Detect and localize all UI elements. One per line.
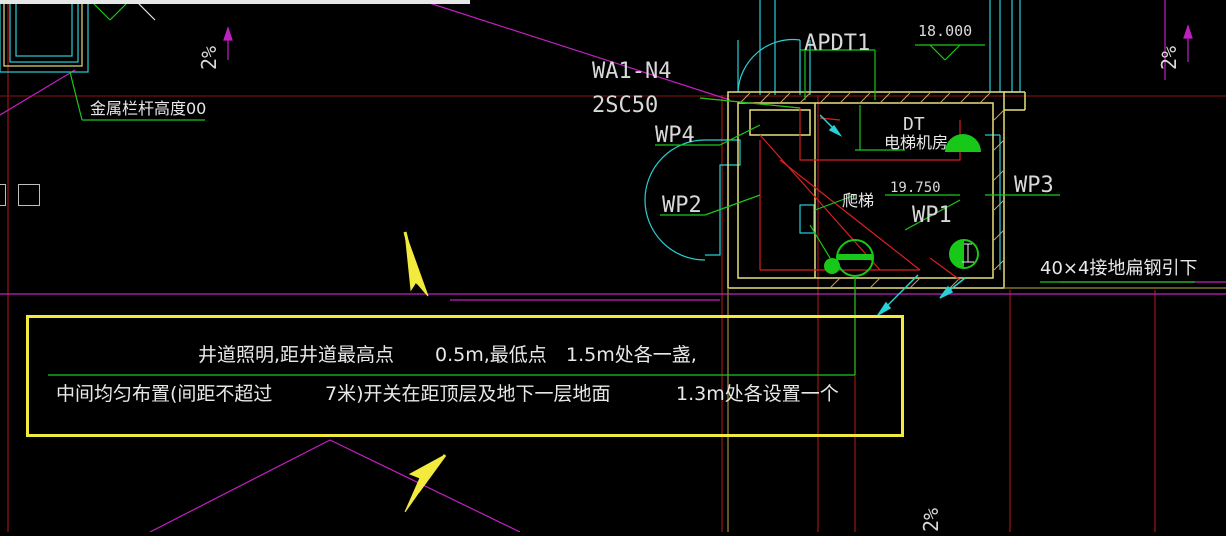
lamp-icon	[824, 134, 981, 277]
label-railing: 金属栏杆高度00	[90, 99, 206, 118]
switch-icon	[949, 239, 979, 269]
label-dt: DT	[903, 114, 925, 135]
label-grounding: 40×4接地扁钢引下	[1040, 258, 1197, 279]
railing-block	[0, 0, 89, 73]
label-slope-right: 2%	[1157, 46, 1181, 70]
label-slope-bottom: 2%	[919, 508, 943, 532]
machine-room-walls	[727, 91, 1226, 532]
note-highlight-box	[26, 315, 904, 437]
label-apdt1: APDT1	[804, 31, 870, 56]
green-wiring	[48, 44, 1195, 376]
note-line2-c: 1.3m处各设置一个	[676, 383, 839, 405]
slope-arrows	[223, 24, 1193, 62]
top-bar	[0, 0, 470, 4]
label-wp3: WP3	[1014, 173, 1054, 198]
ground-icon	[819, 114, 966, 316]
label-wp2: WP2	[662, 193, 702, 218]
square-marker	[0, 184, 6, 206]
label-elev-mid: 19.750	[890, 180, 941, 196]
note-line1-a: 井道照明,距井道最高点	[198, 344, 395, 366]
elevator-structure	[644, 0, 1021, 270]
label-elev-top: 18.000	[918, 22, 972, 40]
label-slope-left: 2%	[197, 46, 221, 70]
label-ladder: 爬梯	[842, 191, 874, 210]
label-wp1: WP1	[912, 203, 952, 228]
label-2sc50: 2SC50	[592, 93, 658, 118]
note-line2-a: 中间均匀布置(间距不超过	[56, 383, 273, 405]
label-wa1n4: WA1-N4	[592, 59, 671, 84]
label-elevator-room: 电梯机房	[884, 133, 948, 152]
note-line1-b: 0.5m,最低点	[435, 344, 547, 366]
note-line1-c: 1.5m处各一盏,	[566, 344, 697, 366]
arrow-icon	[403, 231, 447, 513]
square-marker	[18, 184, 40, 206]
note-line2-b: 7米)开关在距顶层及地下一层地面	[325, 383, 611, 405]
label-wp4: WP4	[655, 123, 695, 148]
